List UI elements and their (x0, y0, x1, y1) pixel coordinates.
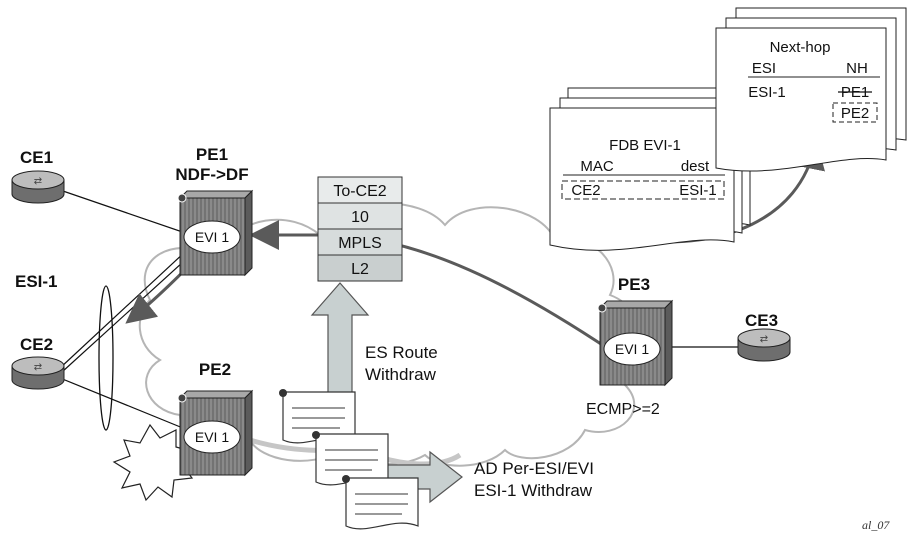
svg-text:⇄: ⇄ (760, 334, 768, 345)
pe2-evi-label: EVI 1 (195, 429, 229, 445)
ad-route-line1: AD Per-ESI/EVI (474, 459, 594, 478)
pe3-ecmp-label: ECMP>=2 (586, 401, 660, 418)
fdb-row-dest: ESI-1 (679, 182, 717, 199)
svg-text:⇄: ⇄ (34, 362, 42, 373)
es-route-arrow (310, 282, 370, 396)
pe3-router (597, 299, 674, 387)
pe2-label: PE2 (199, 360, 231, 379)
pe3-label: PE3 (618, 275, 650, 294)
ce3-router-icon: ⇄ (737, 328, 791, 362)
nexthop-row-esi: ESI-1 (748, 84, 786, 101)
pe1-role-label: NDF->DF (175, 165, 248, 184)
ce3-label: CE3 (745, 311, 778, 330)
figure-id: al_07 (862, 518, 890, 532)
ce1-label: CE1 (20, 148, 53, 167)
pe1-label: PE1 (196, 145, 228, 164)
nexthop-pages (715, 7, 907, 172)
nexthop-title: Next-hop (770, 39, 831, 56)
fdb-row-mac: CE2 (571, 182, 600, 199)
fdb-title: FDB EVI-1 (609, 137, 681, 154)
packet-stack (317, 176, 403, 282)
es-route-line2: Withdraw (365, 365, 437, 384)
nexthop-new-nh: PE2 (841, 105, 869, 122)
es-route-line1: ES Route (365, 343, 438, 362)
pe1-router (177, 189, 254, 277)
packet-field-label: 10 (351, 209, 369, 226)
pe3-evi-label: EVI 1 (615, 341, 649, 357)
svg-text:⇄: ⇄ (34, 176, 42, 187)
ce1-router-icon: ⇄ (11, 170, 65, 204)
withdraw-documents (279, 389, 419, 530)
packet-field-dest: To-CE2 (333, 183, 386, 200)
fdb-pages (549, 87, 751, 251)
nexthop-col-esi: ESI (752, 60, 776, 77)
ce2-pe2-link (59, 377, 201, 436)
pe1-evi-label: EVI 1 (195, 229, 229, 245)
ad-route-line2: ESI-1 Withdraw (474, 481, 593, 500)
ce1-pe1-link (59, 189, 201, 239)
fdb-col-mac: MAC (580, 158, 614, 175)
ce2-label: CE2 (20, 335, 53, 354)
pe2-router (177, 389, 254, 477)
esi-1-label: ESI-1 (15, 272, 58, 291)
failure-starburst (112, 423, 196, 502)
nexthop-col-nh: NH (846, 60, 868, 77)
ce2-router-icon: ⇄ (11, 356, 65, 390)
packet-field-mpls: MPLS (338, 235, 382, 252)
fdb-col-dest: dest (681, 158, 710, 175)
packet-field-l2: L2 (351, 261, 369, 278)
esi-ellipse (98, 285, 114, 431)
